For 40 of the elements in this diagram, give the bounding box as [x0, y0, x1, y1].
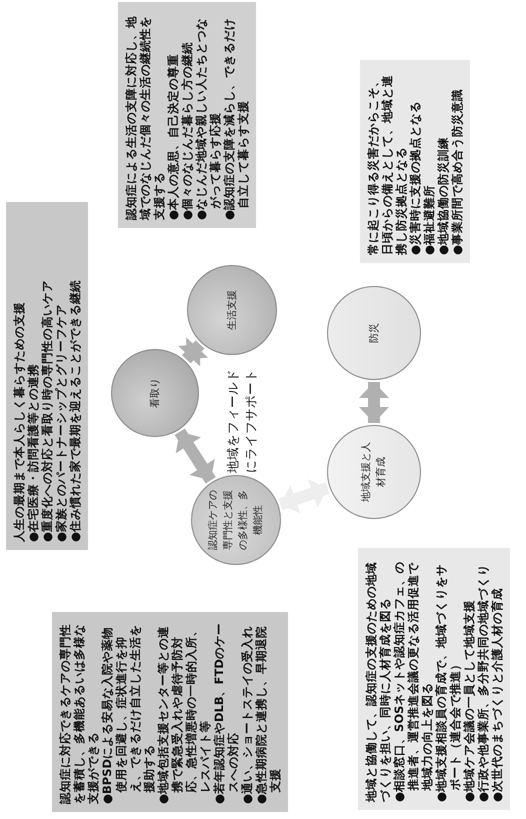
bullet-item: ●個々のなじんだ暮らし方の継続 — [180, 40, 194, 220]
bullet-item: ●災害時に支援の拠点となる — [408, 100, 422, 255]
circle-label: 防災 — [368, 322, 380, 345]
double-arrow — [359, 382, 389, 423]
bullet-item: ●福祉避難所 — [422, 184, 436, 255]
double-arrow — [178, 337, 208, 366]
bullet-item: ●事業所間で高め合う防災意識 — [450, 88, 464, 255]
bullet-item: ●家族とのパートナーシップとグリーフケア — [54, 302, 68, 542]
panel-heading: 認知症に対応できるケアの専門性を蓄積し、多機能あるいは多様な支援ができる — [58, 623, 100, 804]
circle-label: 地域支援と人材育成 — [360, 442, 388, 502]
bullet-item: ●重度化への対応と看取り時の専門性の高いケア — [40, 278, 54, 542]
bullet-item: ●住み慣れた家で最期を迎えることができる継続 — [68, 278, 82, 542]
info-panel — [6, 202, 88, 550]
bullet-item: ●次世代のまちづくりと介護人材の育成 — [490, 586, 504, 802]
bullet-item: ●地域包括支援センター等との連携で緊急受入れや虐待予防対応、急性増悪時の一時的入所、レスパイト等 — [156, 624, 212, 804]
bullet-item: ●地域協働の防災訓練 — [436, 136, 450, 255]
double-arrow — [174, 428, 216, 484]
double-arrow — [278, 479, 330, 514]
bullet-item: ●地域ケア会議の一員として地域支援 — [462, 598, 476, 802]
panel-heading: 常に起こり得る災害だからこそ、日頃からの備えとして、地域と連携し防災拠点となる — [366, 74, 408, 255]
circle-label: 看取り — [148, 377, 162, 410]
bullet-item: ●地域支援相談員の育成で、地域づくりをサポート（連合会で推進） — [434, 562, 462, 802]
bullet-item: ●相談窓口、SOSネットや認知症カフェ、の推進者、運営推進会議の更なる活用促進で地域力の向上を図る — [392, 560, 434, 802]
circle-label: 認知症ケアの専門性と支援の多様性、多機能性 — [206, 489, 265, 552]
bullet-item: ●本人の意思、自己決定の尊重 — [166, 52, 180, 220]
bullet-item: ●行政や他事業所、多分野共同の地域づくり — [476, 562, 490, 802]
bullet-item: ●在宅医療・訪問看護等との連携 — [26, 362, 40, 542]
bullet-item: ●なじんだ地域や親しい人たちとつながって暮らす応援 — [194, 16, 222, 220]
bullet-item: ●BPSDによる安易な入院や薬物使用を回避し、症状進行を抑え、できるだけ自立した生活を援助する — [100, 624, 156, 804]
circle-label: 生活支援 — [226, 290, 238, 330]
info-panel — [118, 2, 256, 228]
info-panel — [52, 612, 288, 812]
bullet-item: ●若年認知症やDLB、FTDのケースへの対応 — [212, 622, 240, 804]
bullet-item: ●急性期病院と連携し、早期退院支援 — [254, 624, 282, 804]
panel-heading: 認知症による生活の支障に対応し、地域でのなじんだ個々の生活の継続性を支援する — [124, 15, 166, 220]
panel-heading: 人生の最期まで本人らしく暮らすための支援 — [12, 301, 26, 542]
bullet-item: ●認知症の支障を減らし、できるだけ自立して暮らす支援 — [222, 16, 250, 220]
panel-heading: 地域と協働して、認知症の支援のための地域づくりを担い、同時に人材育成を図る — [364, 561, 392, 802]
bullet-item: ●通い、ショートステイの受入れ — [240, 624, 254, 804]
center-label: 地域をフィールドにライフサポート — [224, 368, 260, 473]
